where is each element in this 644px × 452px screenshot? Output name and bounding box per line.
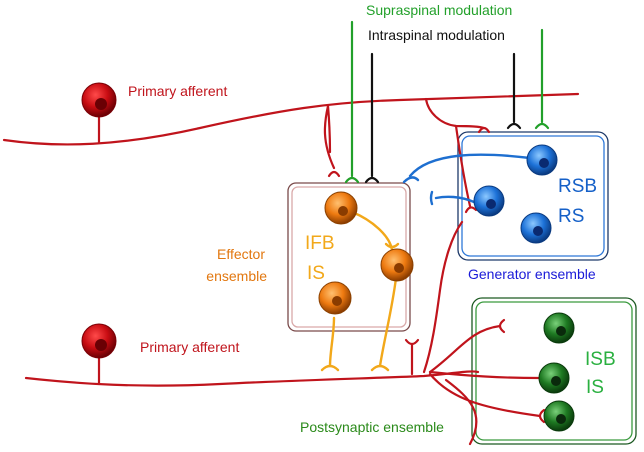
intraspinal-label: Intraspinal modulation bbox=[368, 27, 505, 43]
generator-label: Generator ensemble bbox=[468, 266, 596, 282]
effector-label-line1: Effector bbox=[217, 246, 265, 262]
intraspinal-modulation-lines bbox=[364, 52, 522, 184]
primary-afferent-bottom-axon bbox=[24, 324, 542, 446]
ifb-label: IFB bbox=[305, 233, 335, 254]
generator-connections bbox=[402, 153, 532, 206]
supraspinal-modulation-lines bbox=[344, 20, 550, 184]
postsynaptic-neuron-1 bbox=[543, 312, 575, 344]
rs-label: RS bbox=[558, 206, 584, 227]
primary-afferent-neuron-bottom bbox=[81, 323, 117, 359]
postsynaptic-is-label: IS bbox=[586, 377, 604, 398]
postsynaptic-neuron-3 bbox=[543, 400, 575, 432]
effector-connections bbox=[320, 210, 400, 372]
effector-is-label: IS bbox=[307, 263, 325, 284]
primary-afferent-top-axon bbox=[2, 92, 580, 208]
isb-label: ISB bbox=[585, 349, 616, 370]
generator-neuron-3 bbox=[520, 212, 552, 244]
generator-neuron-2 bbox=[473, 185, 505, 217]
primary-afferent-neuron-top bbox=[81, 82, 117, 118]
primary-afferent-bottom-label: Primary afferent bbox=[140, 339, 239, 355]
effector-neuron-2 bbox=[380, 248, 414, 282]
postsynaptic-label: Postsynaptic ensemble bbox=[300, 419, 444, 435]
rsb-label: RSB bbox=[558, 176, 597, 197]
primary-afferent-top-label: Primary afferent bbox=[128, 83, 227, 99]
afferent-terminals-top bbox=[327, 126, 491, 214]
generator-ensemble-box bbox=[457, 131, 609, 261]
effector-neuron-3 bbox=[318, 281, 352, 315]
effector-label-line2: ensemble bbox=[206, 268, 267, 284]
postsynaptic-neuron-2 bbox=[538, 362, 570, 394]
supraspinal-label: Supraspinal modulation bbox=[366, 2, 512, 18]
generator-neuron-1 bbox=[526, 144, 558, 176]
effector-neuron-1 bbox=[324, 191, 358, 225]
afferent-branch-right bbox=[422, 220, 464, 374]
